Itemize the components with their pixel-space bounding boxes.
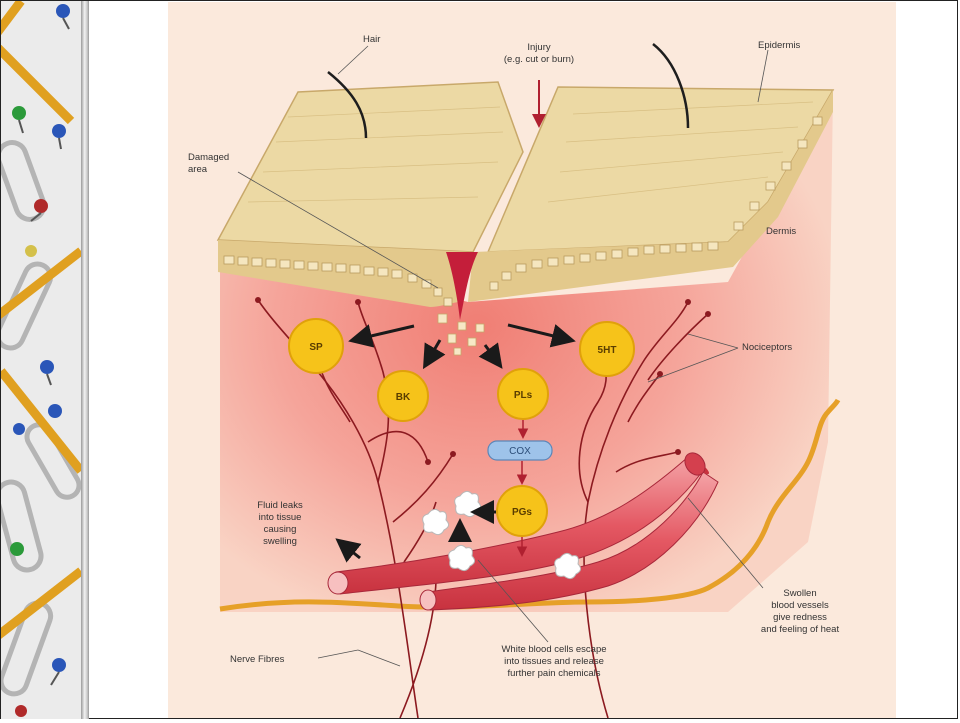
- label-wbc-1: White blood cells escape: [501, 644, 606, 655]
- label-swollen-4: and feeling of heat: [761, 624, 840, 635]
- label-injury: Injury: [527, 42, 550, 53]
- label-fluid-2: into tissue: [259, 512, 302, 523]
- label-dermis: Dermis: [766, 226, 796, 237]
- bk-label: BK: [396, 392, 411, 403]
- label-nociceptors: Nociceptors: [742, 342, 792, 353]
- pgs-label: PGs: [512, 507, 532, 518]
- label-swollen-1: Swollen: [783, 588, 816, 599]
- label-fluid-4: swelling: [263, 536, 297, 547]
- inflammation-diagram: Hair Injury (e.g. cut or burn) Epidermis…: [168, 2, 896, 718]
- label-damaged: Damaged: [188, 152, 229, 163]
- 5ht-label: 5HT: [598, 345, 617, 356]
- label-wbc-2: into tissues and release: [504, 656, 604, 667]
- label-damaged-area: area: [188, 164, 208, 175]
- label-hair: Hair: [363, 34, 380, 45]
- cox-label: COX: [509, 446, 531, 457]
- label-fluid-1: Fluid leaks: [257, 500, 303, 511]
- label-wbc-3: further pain chemicals: [508, 668, 601, 679]
- label-epidermis: Epidermis: [758, 40, 800, 51]
- label-injury-detail: (e.g. cut or burn): [504, 54, 574, 65]
- pls-label: PLs: [514, 390, 533, 401]
- label-fluid-3: causing: [264, 524, 297, 535]
- sidebar-divider: [81, 1, 89, 719]
- label-nerve-fibres: Nerve Fibres: [230, 654, 285, 665]
- pencil-pin-border-icon: [1, 1, 89, 719]
- skin-injury-illustration: Hair Injury (e.g. cut or burn) Epidermis…: [168, 2, 896, 718]
- sp-label: SP: [309, 342, 323, 353]
- label-swollen-2: blood vessels: [771, 600, 829, 611]
- label-swollen-3: give redness: [773, 612, 827, 623]
- decorative-sidebar: [1, 1, 89, 719]
